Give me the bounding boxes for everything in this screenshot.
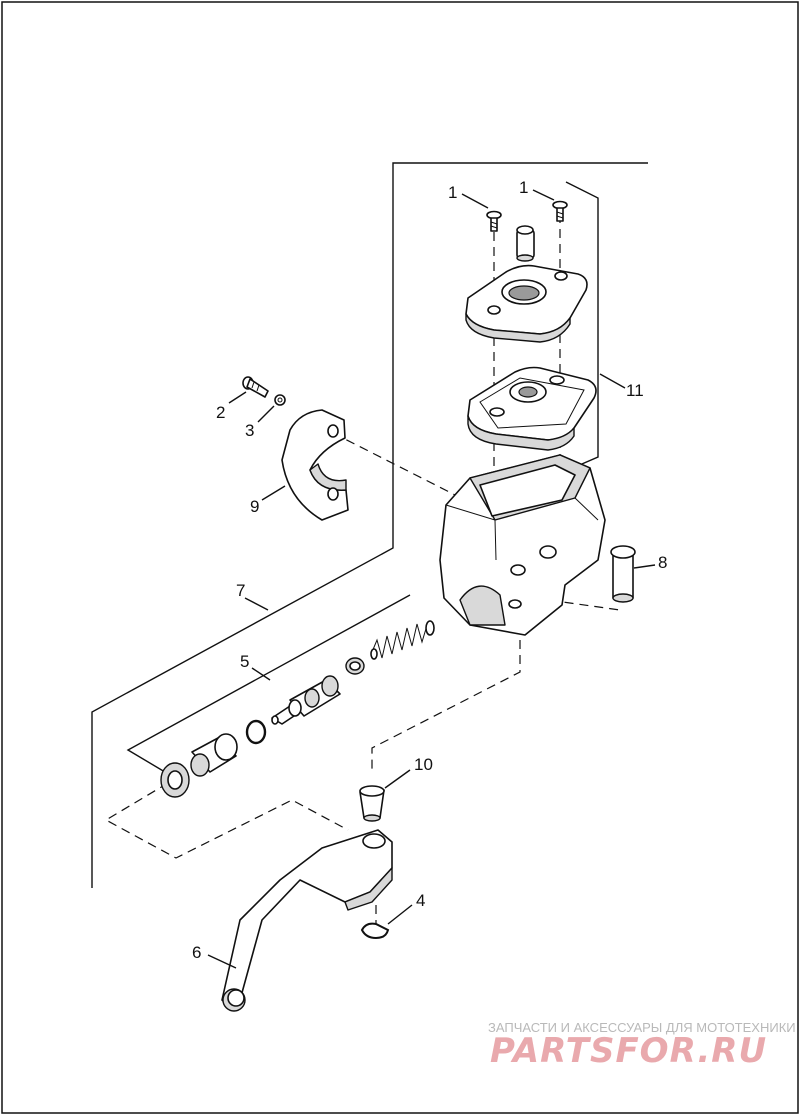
brake-lever: [221, 829, 393, 1012]
secondary-seal: [345, 657, 365, 675]
master-cylinder-body: [439, 454, 606, 636]
sight-glass-plug: [516, 225, 535, 262]
retaining-seal: [160, 762, 190, 798]
clamp-screw: [242, 376, 269, 398]
callout-labels: 1 1 2 3 4 5 6 7 8 9 10 11: [192, 178, 667, 962]
o-ring: [245, 719, 267, 745]
callout-9: 9: [250, 497, 259, 516]
clamp-washer: [274, 394, 286, 406]
pivot-pin: [610, 545, 636, 603]
group-bracket-11: [565, 181, 599, 471]
callout-1-right: 1: [519, 178, 528, 197]
piston: [271, 675, 341, 725]
callout-2: 2: [216, 403, 225, 422]
reservoir-diaphragm: [467, 366, 597, 451]
callout-6: 6: [192, 943, 201, 962]
dust-boot: [190, 733, 238, 777]
handlebar-clamp: [281, 409, 349, 521]
callout-8: 8: [658, 553, 667, 572]
screw-left: [486, 210, 502, 232]
watermark-brand: PARTSFOR.RU: [490, 1031, 767, 1071]
callout-5: 5: [240, 652, 249, 671]
watermark: ЗАПЧАСТИ И АКСЕССУАРЫ ДЛЯ МОТОТЕХНИКИ PA…: [488, 1020, 796, 1071]
callout-1-left: 1: [448, 183, 457, 202]
watermark-tagline: ЗАПЧАСТИ И АКСЕССУАРЫ ДЛЯ МОТОТЕХНИКИ: [488, 1020, 796, 1035]
lever-bushing: [359, 785, 385, 822]
callout-10: 10: [414, 755, 433, 774]
leader-lines: [207, 189, 656, 969]
group-bracket-7: [91, 162, 648, 888]
callout-4: 4: [416, 891, 425, 910]
callout-3: 3: [245, 421, 254, 440]
return-spring: [370, 620, 435, 660]
retaining-clip: [360, 922, 390, 940]
callout-7: 7: [236, 581, 245, 600]
callout-11: 11: [626, 381, 644, 400]
group-bracket-5: [126, 594, 411, 776]
screw-right: [552, 200, 568, 222]
reservoir-cover: [465, 264, 588, 343]
